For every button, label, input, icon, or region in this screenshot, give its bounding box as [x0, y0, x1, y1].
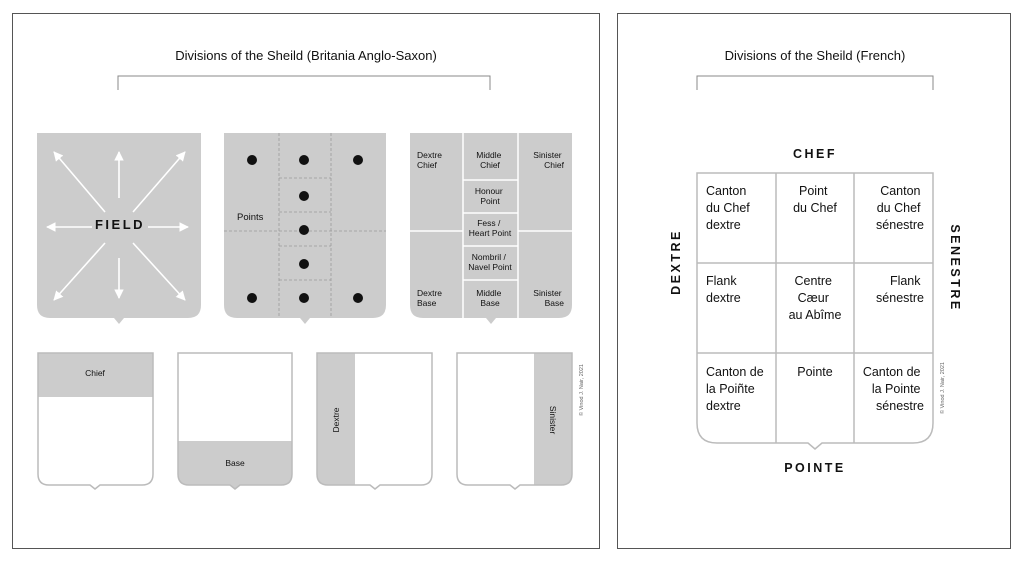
points-label: Points: [237, 212, 264, 223]
sinister-chief-label: Sinister Chief: [533, 150, 564, 170]
sinister-shield: Sinister: [456, 352, 573, 490]
sinister-label: Sinister: [548, 406, 558, 435]
chef-label: CHEF: [793, 147, 837, 161]
base-shield: Base: [177, 352, 293, 490]
right-title: Divisions of the Sheild (French): [725, 48, 906, 63]
dextre-base-label: Dextre Base: [417, 288, 444, 308]
cell-flank-senestre: Flank sénestre: [876, 274, 924, 305]
senestre-side-label: SENESTRE: [948, 224, 962, 311]
points-shield: Points: [224, 133, 386, 324]
middle-base-label: Middle Base: [476, 288, 503, 308]
dextre-label: Dextre: [331, 407, 341, 432]
french-panel: [617, 13, 1011, 549]
dextre-shield: Dextre: [316, 352, 433, 490]
middle-chief-label: Middle Chief: [476, 150, 503, 170]
cell-canton-pointe-senestre: Canton de la Pointe sénestre: [863, 365, 924, 413]
field-label: FIELD: [95, 217, 145, 232]
cell-flank-dextre: Flank dextre: [706, 274, 741, 305]
sinister-base-label: Sinister Base: [533, 288, 564, 308]
chief-shield: Chief: [37, 352, 154, 490]
left-title-bracket: [117, 75, 491, 90]
nombril-point-label: Nombril / Navel Point: [468, 252, 512, 272]
fess-point-label: Fess / Heart Point: [469, 218, 512, 238]
base-label: Base: [225, 458, 245, 468]
left-copyright: © Vinod J. Nair, 2021: [578, 364, 585, 416]
dextre-side-label: DEXTRE: [669, 229, 683, 295]
pointe-label: POINTE: [784, 461, 846, 475]
point-markers: [247, 155, 363, 303]
left-title: Divisions of the Sheild (Britania Anglo-…: [175, 48, 437, 63]
honour-point-label: Honour Point: [475, 186, 505, 206]
field-arrows: [46, 151, 189, 301]
chief-label: Chief: [85, 368, 105, 378]
right-title-bracket: [696, 75, 934, 90]
cell-centre: Centre Cæur au Abîme: [789, 274, 842, 322]
grid-shield: Dextre Chief Middle Chief Sinister Chief…: [410, 133, 572, 324]
right-copyright: © Vinod J. Nair, 2021: [939, 362, 946, 414]
cell-canton-chef-senestre: Canton du Chef sénestre: [876, 184, 924, 232]
field-shield: FIELD: [37, 133, 201, 324]
french-shield: Canton du Chef dextre Point du Chef Cant…: [696, 172, 934, 450]
dextre-chief-label: Dextre Chief: [417, 150, 444, 170]
cell-pointe: Pointe: [797, 365, 832, 379]
cell-point-chef: Point du Chef: [793, 184, 837, 215]
cell-canton-chef-dextre: Canton du Chef dextre: [706, 184, 753, 232]
cell-canton-pointe-dextre: Canton de la Poiñte dextre: [706, 365, 767, 413]
